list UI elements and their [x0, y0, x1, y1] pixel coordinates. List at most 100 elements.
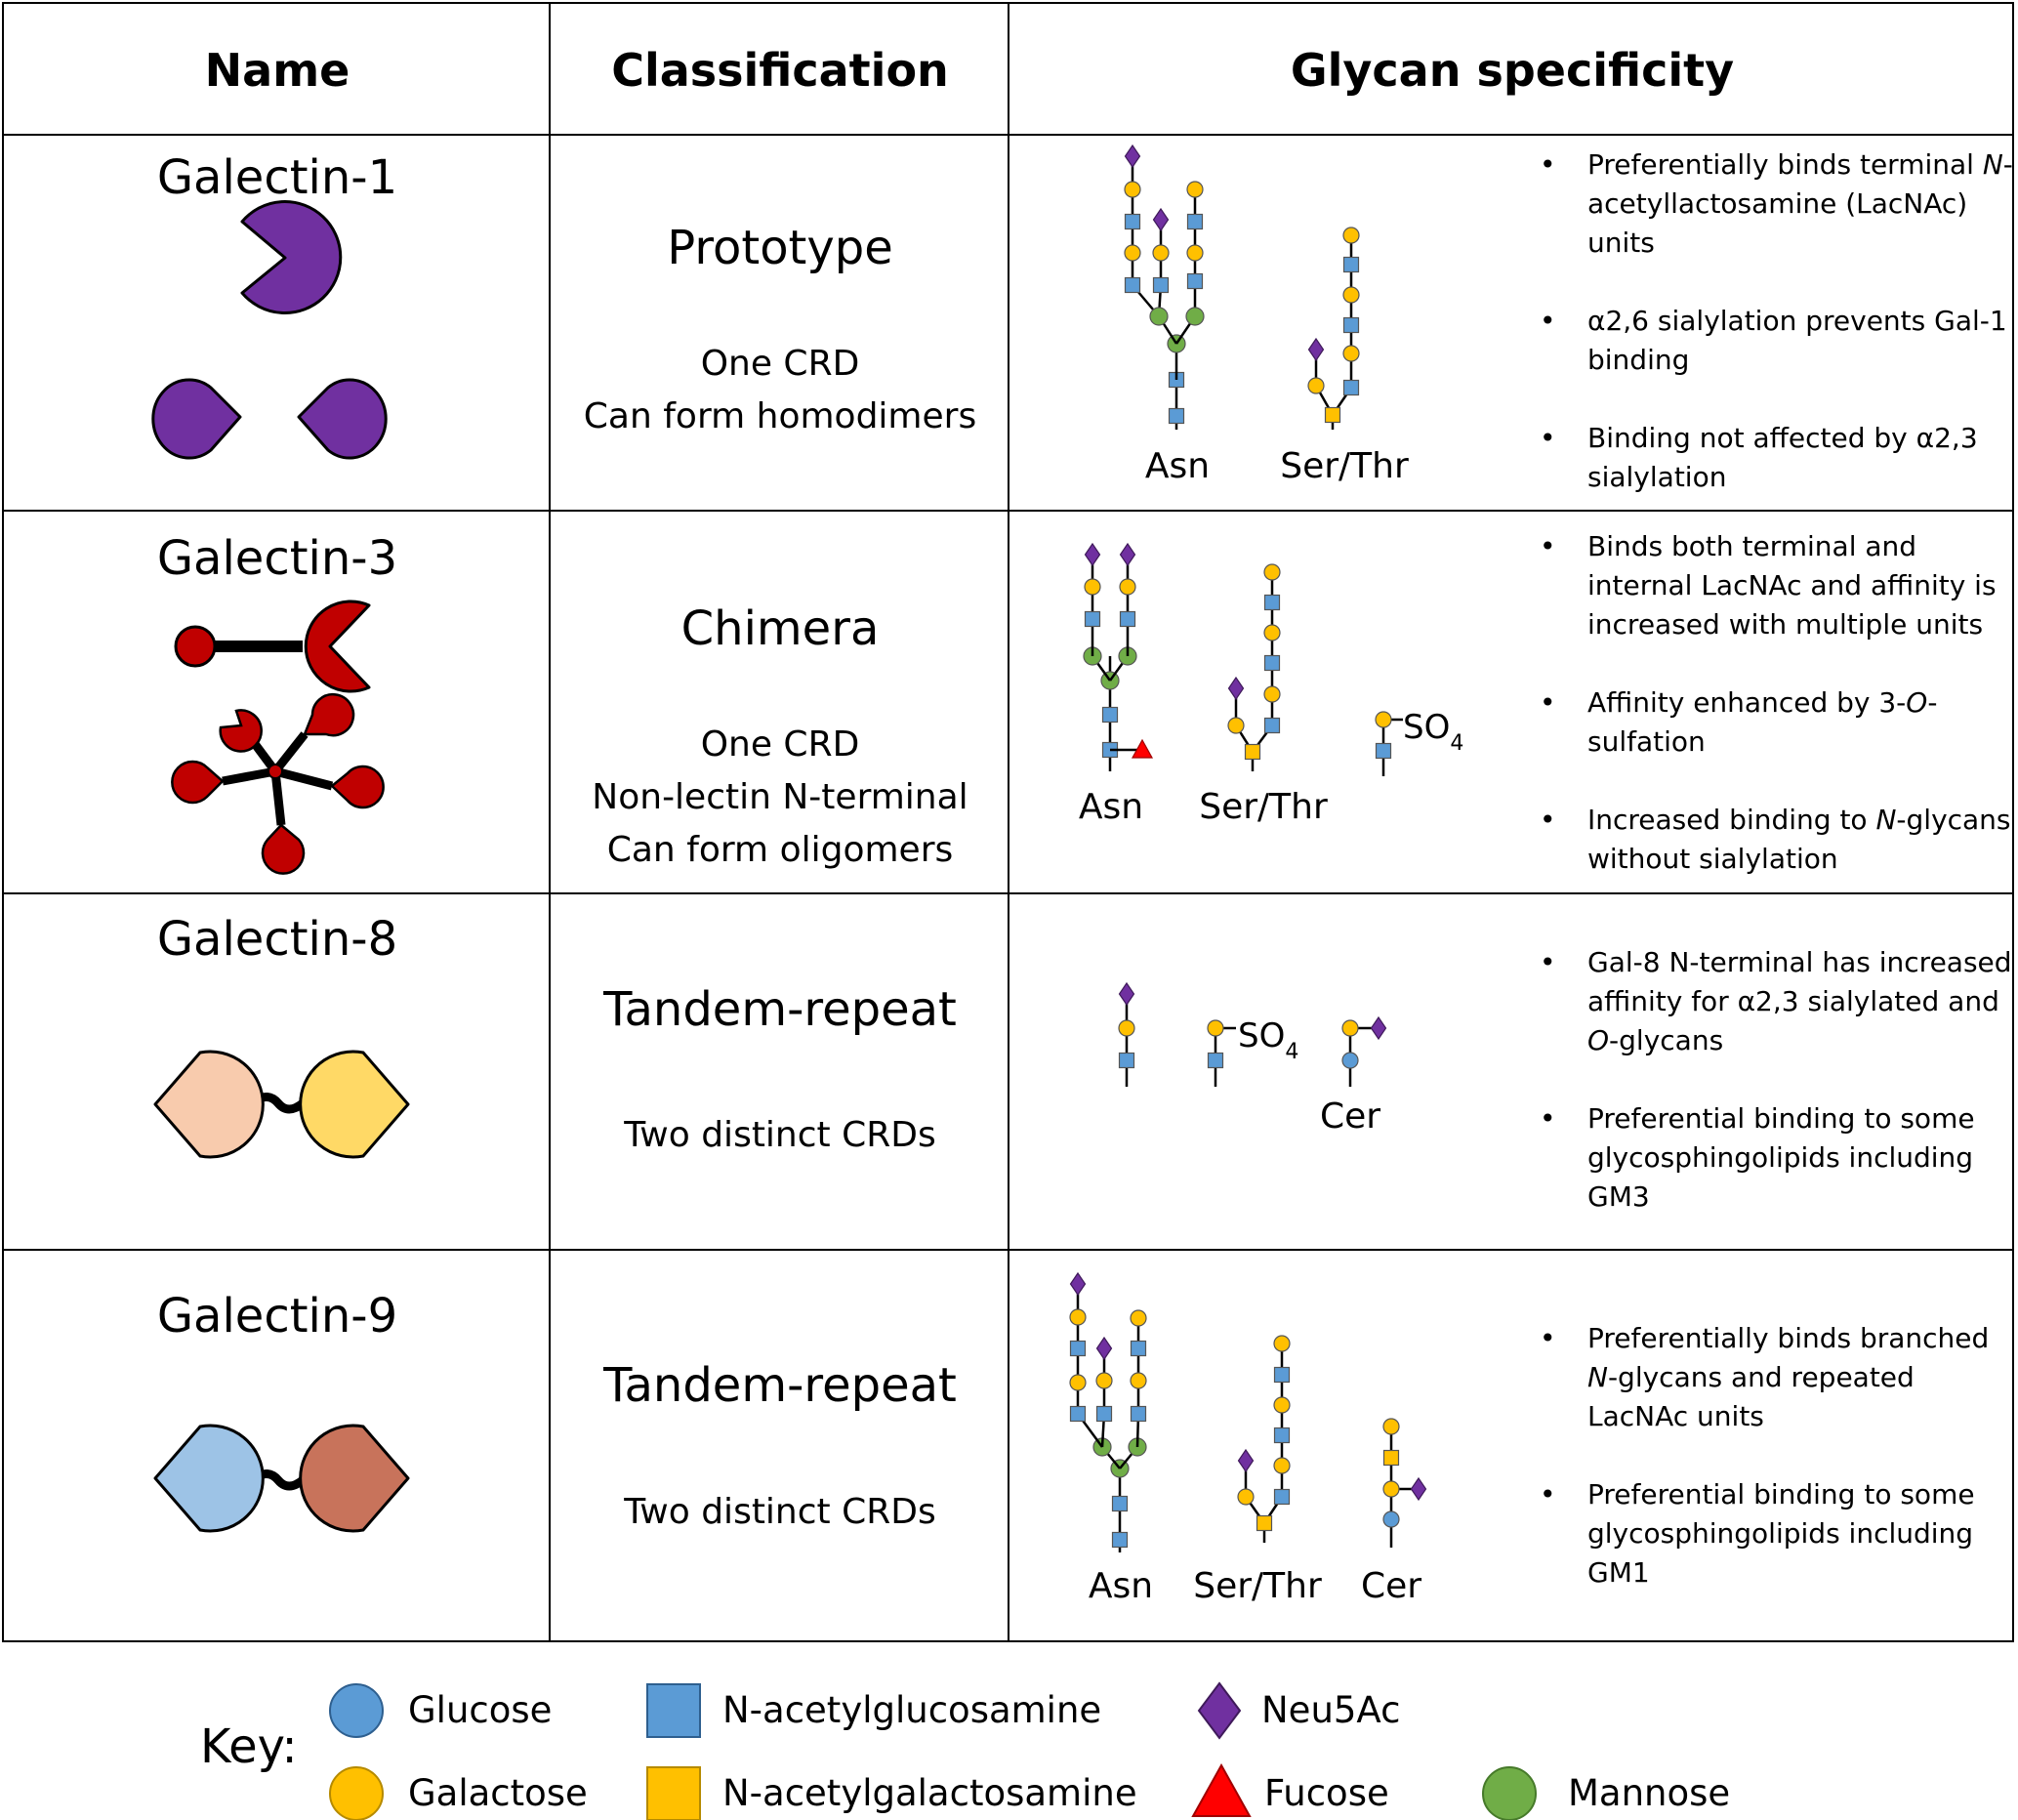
glycan-label-ser-thr: Ser/Thr: [1280, 446, 1409, 486]
galactose-icon: [1382, 1418, 1400, 1435]
galactose-icon: [1273, 1457, 1291, 1474]
n-acetylglucosamine-icon: [1342, 316, 1360, 334]
note-item: Gal-8 N-terminal has increased affinity …: [1527, 943, 2015, 1060]
legend-item-galactose: Galactose: [329, 1766, 588, 1820]
description-line: Can form homodimers: [583, 396, 977, 436]
legend-item-n-acetylglucosamine: N-acetylglucosamine: [646, 1683, 1101, 1738]
fucose-icon: [1131, 738, 1154, 759]
n-acetylglucosamine-icon: [1263, 654, 1281, 672]
galactose-icon: [329, 1766, 384, 1820]
column-divider: [549, 4, 551, 1640]
note-item: α2,6 sialylation prevents Gal-1 binding: [1527, 302, 2015, 380]
galactose-icon: [1273, 1335, 1291, 1352]
galectin-1-homodimer-icon: [151, 378, 388, 460]
legend-label: Galactose: [408, 1772, 588, 1814]
neu5ac-icon: [1227, 676, 1245, 701]
sulfate-text: SO: [1403, 708, 1450, 747]
galectin-9-tandem-icon: [153, 1424, 410, 1533]
n-acetylglucosamine-icon: [1375, 742, 1392, 760]
galactose-icon: [1342, 345, 1360, 362]
n-acetylglucosamine-icon: [1273, 1488, 1291, 1506]
galectin-1-notes: Preferentially binds terminal N-acetylla…: [1527, 145, 2015, 536]
n-acetylglucosamine-icon: [1118, 1052, 1135, 1069]
legend-item-glucose: Glucose: [329, 1683, 552, 1738]
galactose-icon: [1186, 181, 1204, 198]
galectin-8-description: Two distinct CRDs: [551, 1109, 1009, 1162]
n-acetylglucosamine-icon: [1342, 256, 1360, 273]
note-item: Preferentially binds terminal N-acetylla…: [1527, 145, 2015, 263]
galectin-1-monomer-icon: [240, 200, 343, 314]
galactose-icon: [1273, 1396, 1291, 1414]
galactose-icon: [1130, 1372, 1147, 1389]
legend-label: Neu5Ac: [1261, 1689, 1400, 1731]
note-item: Preferential binding to some glycosphing…: [1527, 1099, 2015, 1217]
glycan-structures: [1069, 144, 1427, 1552]
galactose-icon: [1227, 717, 1245, 734]
legend: Key: Glucose Galactose N-acetylglucosami…: [200, 1681, 1730, 1820]
n-acetylgalactosamine-icon: [646, 1766, 701, 1820]
legend-item-n-acetylgalactosamine: N-acetylgalactosamine: [646, 1766, 1137, 1820]
neu5ac-icon: [1084, 542, 1101, 567]
n-acetylgalactosamine-icon: [1324, 406, 1341, 424]
n-acetylglucosamine-icon: [1152, 276, 1170, 294]
galactose-icon: [1307, 377, 1325, 394]
description-line: Two distinct CRDs: [624, 1115, 936, 1155]
galectin-8-name: Galectin-8: [156, 912, 398, 967]
sulfate-subscript: 4: [1285, 1040, 1298, 1064]
description-line: One CRD: [700, 344, 860, 384]
n-acetylglucosamine-icon: [1101, 706, 1119, 724]
galactose-icon: [1084, 578, 1101, 596]
note-item: Binds both terminal and internal LacNAc …: [1527, 527, 2015, 644]
n-acetylglucosamine-icon: [1124, 213, 1141, 230]
description-line: Non-lectin N-terminal: [592, 777, 968, 817]
n-acetylglucosamine-icon: [1119, 610, 1136, 628]
galectin-9-name: Galectin-9: [156, 1289, 398, 1344]
sulfate-text: SO: [1238, 1016, 1285, 1055]
legend-label: Mannose: [1568, 1772, 1730, 1814]
glycan-label-ser-thr: Ser/Thr: [1193, 1566, 1322, 1606]
n-acetylgalactosamine-icon: [1256, 1514, 1273, 1532]
galactose-icon: [1069, 1374, 1087, 1391]
n-acetylglucosamine-icon: [1263, 717, 1281, 734]
row-divider: [4, 510, 2012, 512]
note-item: Affinity enhanced by 3-O-sulfation: [1527, 683, 2015, 762]
galectin-8-type: Tandem-repeat: [603, 982, 957, 1037]
header-classification: Classification: [611, 43, 949, 97]
n-acetylglucosamine-icon: [1095, 1405, 1113, 1423]
note-item: Preferentially binds branched N-glycans …: [1527, 1319, 2015, 1436]
n-acetylgalactosamine-icon: [1382, 1449, 1400, 1467]
sulfate-label: SO4: [1238, 1016, 1298, 1064]
galactose-icon: [1186, 244, 1204, 262]
mannose-icon: [1482, 1766, 1537, 1820]
n-acetylglucosamine-icon: [1130, 1405, 1147, 1423]
galactose-icon: [1342, 227, 1360, 244]
legend-label: Fucose: [1264, 1772, 1389, 1814]
description-line: One CRD: [700, 724, 860, 765]
galectin-8-notes: Gal-8 N-terminal has increased affinity …: [1527, 943, 2015, 1256]
neu5ac-icon: [1152, 207, 1170, 232]
n-acetylglucosamine-icon: [1069, 1340, 1087, 1357]
n-acetylgalactosamine-icon: [1244, 743, 1261, 761]
galactose-icon: [1152, 244, 1170, 262]
glucose-icon: [1341, 1052, 1359, 1069]
galectin-9-type: Tandem-repeat: [603, 1358, 957, 1413]
legend-item-neu5ac: Neu5Ac: [1197, 1681, 1400, 1740]
n-acetylglucosamine-icon: [1273, 1366, 1291, 1384]
note-item: Increased binding to N-glycans without s…: [1527, 801, 2015, 879]
n-acetylglucosamine-icon: [1130, 1340, 1147, 1357]
galactose-icon: [1124, 181, 1141, 198]
galectin-3-monomer-icon: [174, 600, 371, 693]
note-item: Preferential binding to some glycosphing…: [1527, 1475, 2015, 1592]
n-acetylglucosamine-icon: [1111, 1531, 1129, 1549]
row-divider: [4, 134, 2012, 136]
neu5ac-icon: [1370, 1015, 1387, 1041]
neu5ac-icon: [1119, 542, 1136, 567]
galactose-icon: [1069, 1308, 1087, 1326]
glycan-label-cer: Cer: [1361, 1566, 1421, 1606]
galectin-table: Name Classification Glycan specificity G…: [2, 2, 2014, 1642]
legend-label: N-acetylglucosamine: [722, 1689, 1101, 1731]
galectin-1-type: Prototype: [667, 221, 893, 275]
glycan-label-ser-thr: Ser/Thr: [1199, 787, 1328, 827]
neu5ac-icon: [1069, 1271, 1087, 1297]
n-acetylglucosamine-icon: [1186, 213, 1204, 230]
